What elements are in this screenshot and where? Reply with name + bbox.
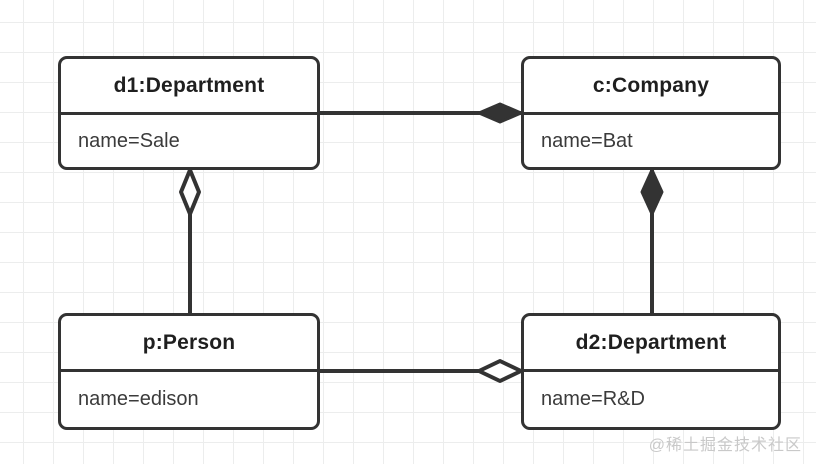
edge-d1-to-c[interactable]: [320, 102, 523, 124]
object-node-p[interactable]: p:Person name=edison: [58, 313, 320, 430]
object-node-d2[interactable]: d2:Department name=R&D: [521, 313, 781, 430]
filled-diamond-icon: [640, 168, 664, 216]
edge-p-to-d2[interactable]: [320, 359, 523, 383]
object-slot-d1: name=Sale: [78, 129, 180, 152]
edge-d2-to-c[interactable]: [640, 168, 664, 313]
object-title-d1: d1:Department: [61, 59, 317, 115]
object-slot-c: name=Bat: [541, 129, 633, 152]
object-title-c: c:Company: [524, 59, 778, 115]
object-node-d1[interactable]: d1:Department name=Sale: [58, 56, 320, 170]
object-slot-p: name=edison: [78, 388, 199, 410]
object-slot-d2: name=R&D: [541, 388, 645, 410]
filled-diamond-icon: [477, 102, 523, 124]
edge-p-to-d1[interactable]: [179, 168, 201, 313]
object-node-c[interactable]: c:Company name=Bat: [521, 56, 781, 170]
object-title-p: p:Person: [61, 316, 317, 372]
watermark-text: @稀土掘金技术社区: [648, 437, 802, 454]
hollow-diamond-icon: [179, 168, 201, 216]
hollow-diamond-icon: [477, 359, 523, 383]
object-title-d2: d2:Department: [524, 316, 778, 372]
